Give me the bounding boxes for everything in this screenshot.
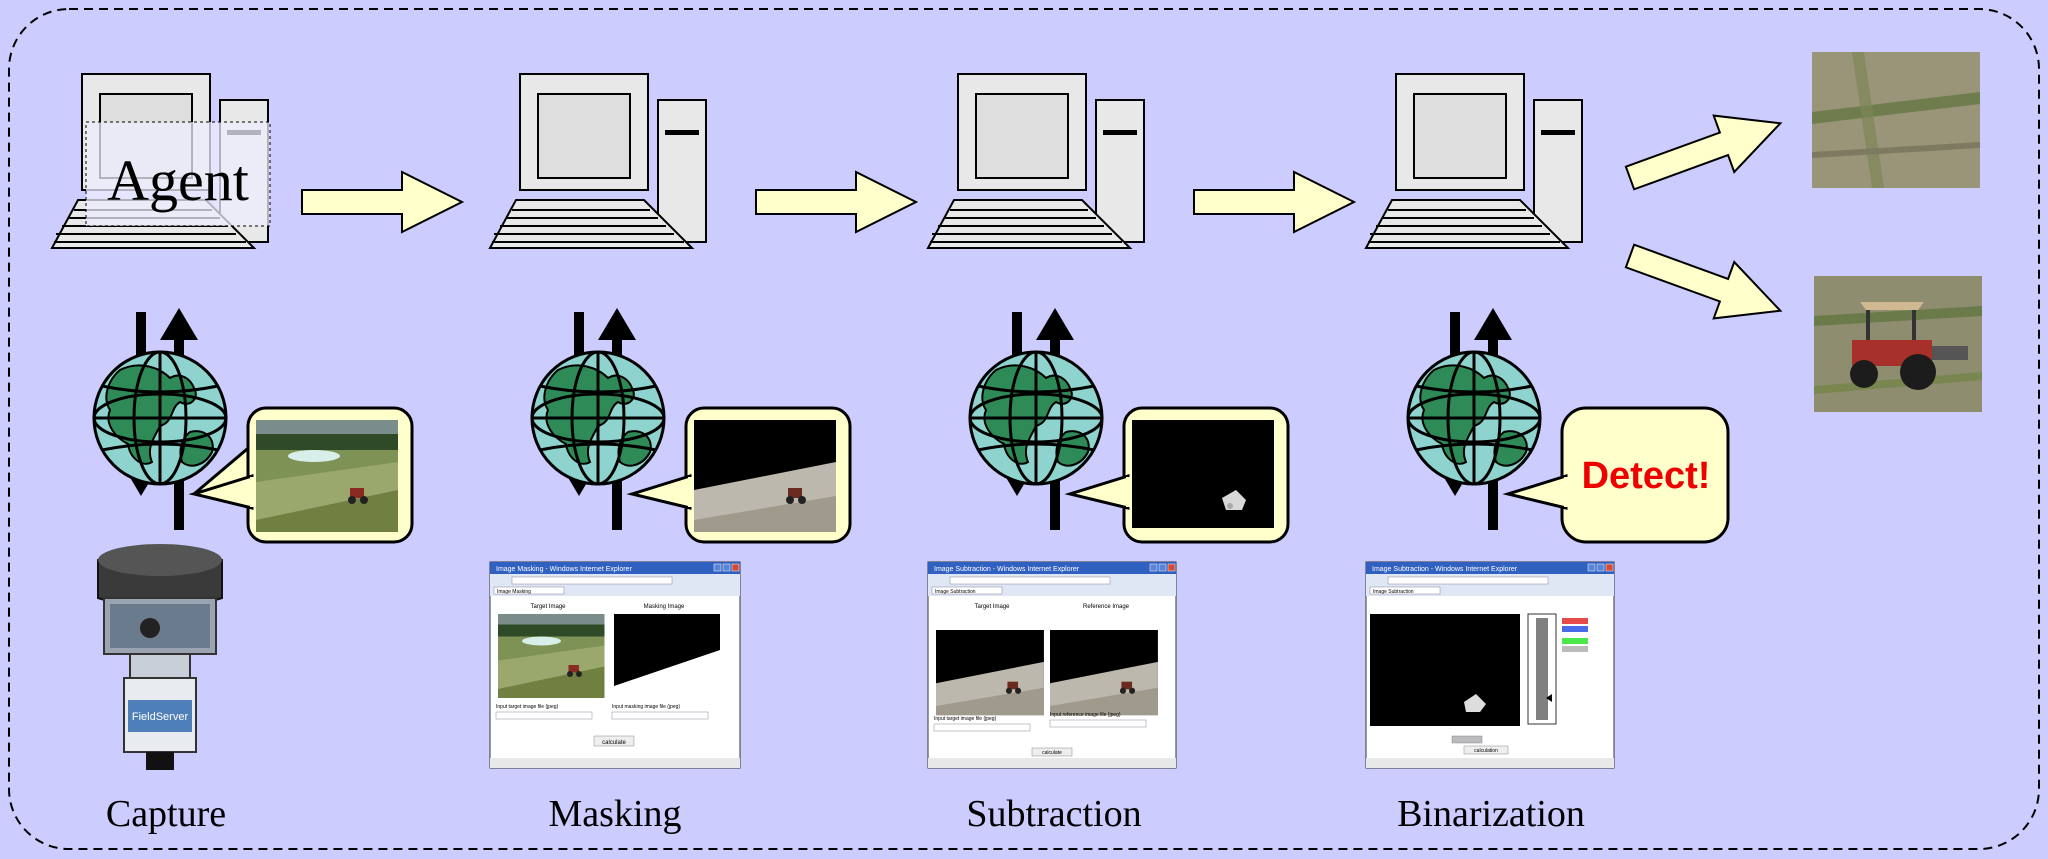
svg-text:calculate: calculate [602,740,626,746]
svg-text:Input reference image file (jp: Input reference image file (jpeg) [1050,712,1121,718]
address-bar[interactable] [511,576,673,585]
maximize-button[interactable] [1158,563,1167,572]
device-brand: FieldServer [132,711,189,723]
target-file-input[interactable] [495,711,593,720]
reference-caption: Reference Image [1083,604,1130,610]
svg-text:Input target image file (jpeg): Input target image file (jpeg) [934,716,997,722]
masking-caption: Masking Image [644,604,685,610]
target-caption: Target Image [974,604,1010,610]
masking-file-input[interactable] [611,711,709,720]
close-button[interactable] [1605,563,1614,572]
target-caption: Target Image [530,604,566,610]
svg-text:Image Subtraction: Image Subtraction [935,589,976,595]
capture-bubble [188,406,414,544]
stage-label-binarization: Binarization [1397,793,1585,835]
maximize-button[interactable] [1596,563,1605,572]
stage-label-masking: Masking [549,793,682,835]
svg-text:calculate: calculate [1042,750,1062,756]
masking-bubble [626,406,852,544]
close-button[interactable] [1167,563,1176,572]
address-bar[interactable] [1387,576,1549,585]
svg-text:Input masking image file (jpeg: Input masking image file (jpeg) [612,704,680,710]
binary-image [1370,614,1520,726]
tab-subtraction[interactable] [1369,586,1441,595]
globe-icon [530,350,666,486]
computer-icon [489,73,707,249]
svg-text:Input target image file (jpeg): Input target image file (jpeg) [496,704,559,710]
window-title: Image Masking - Windows Internet Explore… [496,566,632,573]
minimize-button[interactable] [713,563,722,572]
svg-text:calculation: calculation [1474,748,1498,754]
subtraction-bubble [1064,406,1290,544]
threshold-input[interactable] [1451,735,1483,744]
computer-icon [1365,73,1583,249]
calculate-button[interactable] [593,735,635,747]
threshold-slider[interactable] [1546,694,1552,702]
svg-text:Image Masking: Image Masking [497,589,531,595]
stage-label-subtraction: Subtraction [966,793,1141,835]
agent-box [85,121,271,227]
empty-field-photo [1812,52,1980,188]
subtraction-window: Image Subtraction - Windows Internet Exp… [927,561,1177,769]
stage-label-capture: Capture [106,793,226,835]
maximize-button[interactable] [722,563,731,572]
window-title: Image Subtraction - Windows Internet Exp… [934,566,1080,573]
tractor-photo [1814,276,1982,412]
globe-icon [968,350,1104,486]
minimize-button[interactable] [1149,563,1158,572]
calculation-button[interactable] [1463,745,1509,755]
window-title: Image Subtraction - Windows Internet Exp… [1372,566,1518,573]
mask-image [614,614,720,698]
tab-subtraction[interactable] [931,586,1003,595]
agent-label: Agent [107,148,249,213]
detect-label: Detect! [1582,455,1711,497]
globe-icon [1406,350,1542,486]
computer-icon [927,73,1145,249]
minimize-button[interactable] [1587,563,1596,572]
address-bar[interactable] [949,576,1111,585]
globe-icon [92,350,228,486]
reference-file-input[interactable] [1049,719,1147,728]
calculate-button[interactable] [1031,747,1073,757]
binarization-window: Image Subtraction - Windows Internet Exp… [1365,561,1615,769]
dashed-border [8,8,2040,850]
target-file-input[interactable] [933,723,1031,732]
binarization-bubble: Detect! [1502,406,1730,544]
close-button[interactable] [731,563,740,572]
masking-window: Image Masking - Windows Internet Explore… [489,561,741,769]
field-server-device: FieldServer [97,544,223,770]
tab-masking[interactable] [493,586,565,595]
svg-text:Image Subtraction: Image Subtraction [1373,589,1414,595]
